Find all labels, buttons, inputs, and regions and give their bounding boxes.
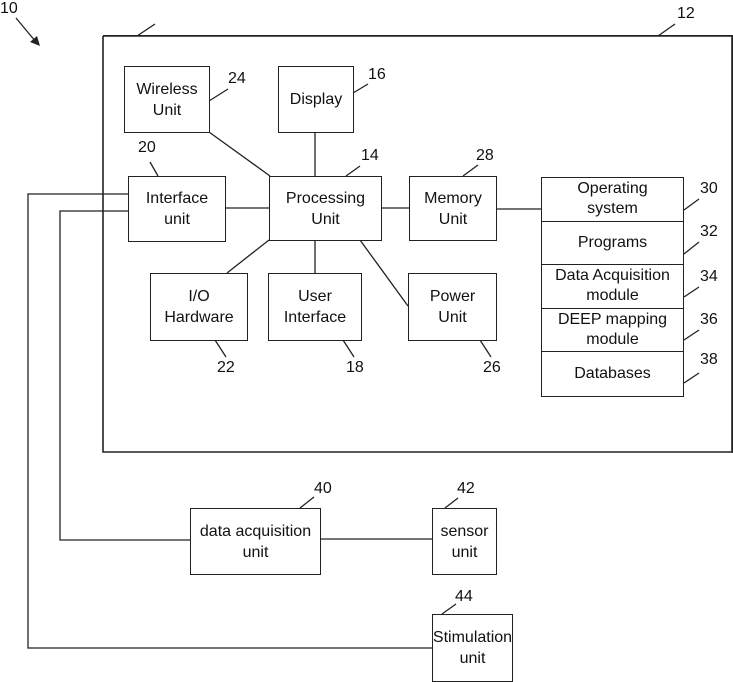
- processing-unit-block: Processing Unit: [269, 176, 382, 241]
- cell-label: Databases: [574, 364, 651, 384]
- stack-cell-programs: Programs: [542, 222, 683, 266]
- sensor-unit-block: sensor unit: [432, 508, 497, 575]
- ref-label: 30: [700, 180, 718, 198]
- ref-label: 16: [368, 66, 386, 84]
- cell-label: Operating: [577, 179, 647, 199]
- ref-label: 38: [700, 351, 718, 369]
- block-label: unit: [243, 542, 269, 563]
- block-label: unit: [452, 542, 478, 563]
- block-label: sensor: [440, 521, 488, 542]
- block-label: Display: [290, 89, 342, 110]
- block-label: Interface: [146, 188, 208, 209]
- wireless-unit-block: Wireless Unit: [124, 66, 210, 133]
- ref-label: 34: [700, 268, 718, 286]
- cell-label: module: [586, 286, 638, 306]
- memory-contents-stack: Operating system Programs Data Acquisiti…: [541, 177, 684, 397]
- block-label: unit: [460, 648, 486, 669]
- block-label: Unit: [439, 209, 467, 230]
- block-label: Unit: [438, 307, 466, 328]
- ref-label: 42: [457, 480, 475, 498]
- block-label: Unit: [311, 209, 339, 230]
- ref-label: 24: [228, 70, 246, 88]
- ref-label: 22: [217, 359, 235, 377]
- io-hardware-block: I/O Hardware: [150, 273, 248, 341]
- block-label: Interface: [284, 307, 346, 328]
- ref-label: 44: [455, 588, 473, 606]
- stack-cell-deep-mapping-module: DEEP mapping module: [542, 309, 683, 353]
- ref-label: 14: [361, 147, 379, 165]
- memory-unit-block: Memory Unit: [409, 176, 497, 241]
- block-label: Stimulation: [433, 627, 512, 648]
- ref-label: 36: [700, 311, 718, 329]
- block-label: Power: [430, 286, 475, 307]
- data-acquisition-unit-block: data acquisition unit: [190, 508, 321, 575]
- block-label: Hardware: [164, 307, 233, 328]
- block-label: I/O: [188, 286, 209, 307]
- block-label: unit: [164, 209, 190, 230]
- ref-label: 18: [346, 359, 364, 377]
- user-interface-block: User Interface: [268, 273, 362, 341]
- ref-label: 28: [476, 147, 494, 165]
- cell-label: Data Acquisition: [555, 266, 670, 286]
- stack-cell-databases: Databases: [542, 352, 683, 396]
- cell-label: Programs: [578, 233, 647, 253]
- block-label: Unit: [153, 100, 181, 121]
- interface-unit-block: Interface unit: [128, 176, 226, 242]
- cell-label: system: [587, 199, 638, 219]
- cell-label: DEEP mapping: [558, 310, 667, 330]
- block-label: User: [298, 286, 332, 307]
- stack-cell-operating-system: Operating system: [542, 178, 683, 222]
- display-block: Display: [278, 66, 354, 133]
- ref-label: 26: [483, 359, 501, 377]
- block-label: Wireless: [136, 79, 197, 100]
- stack-cell-data-acquisition-module: Data Acquisition module: [542, 265, 683, 309]
- block-label: Memory: [424, 188, 482, 209]
- block-label: Processing: [286, 188, 365, 209]
- block-label: data acquisition: [200, 521, 311, 542]
- power-unit-block: Power Unit: [408, 273, 497, 341]
- cell-label: module: [586, 330, 638, 350]
- ref-label: 20: [138, 139, 156, 157]
- ref-label: 40: [314, 480, 332, 498]
- stimulation-unit-block: Stimulation unit: [432, 614, 513, 682]
- ref-label: 32: [700, 223, 718, 241]
